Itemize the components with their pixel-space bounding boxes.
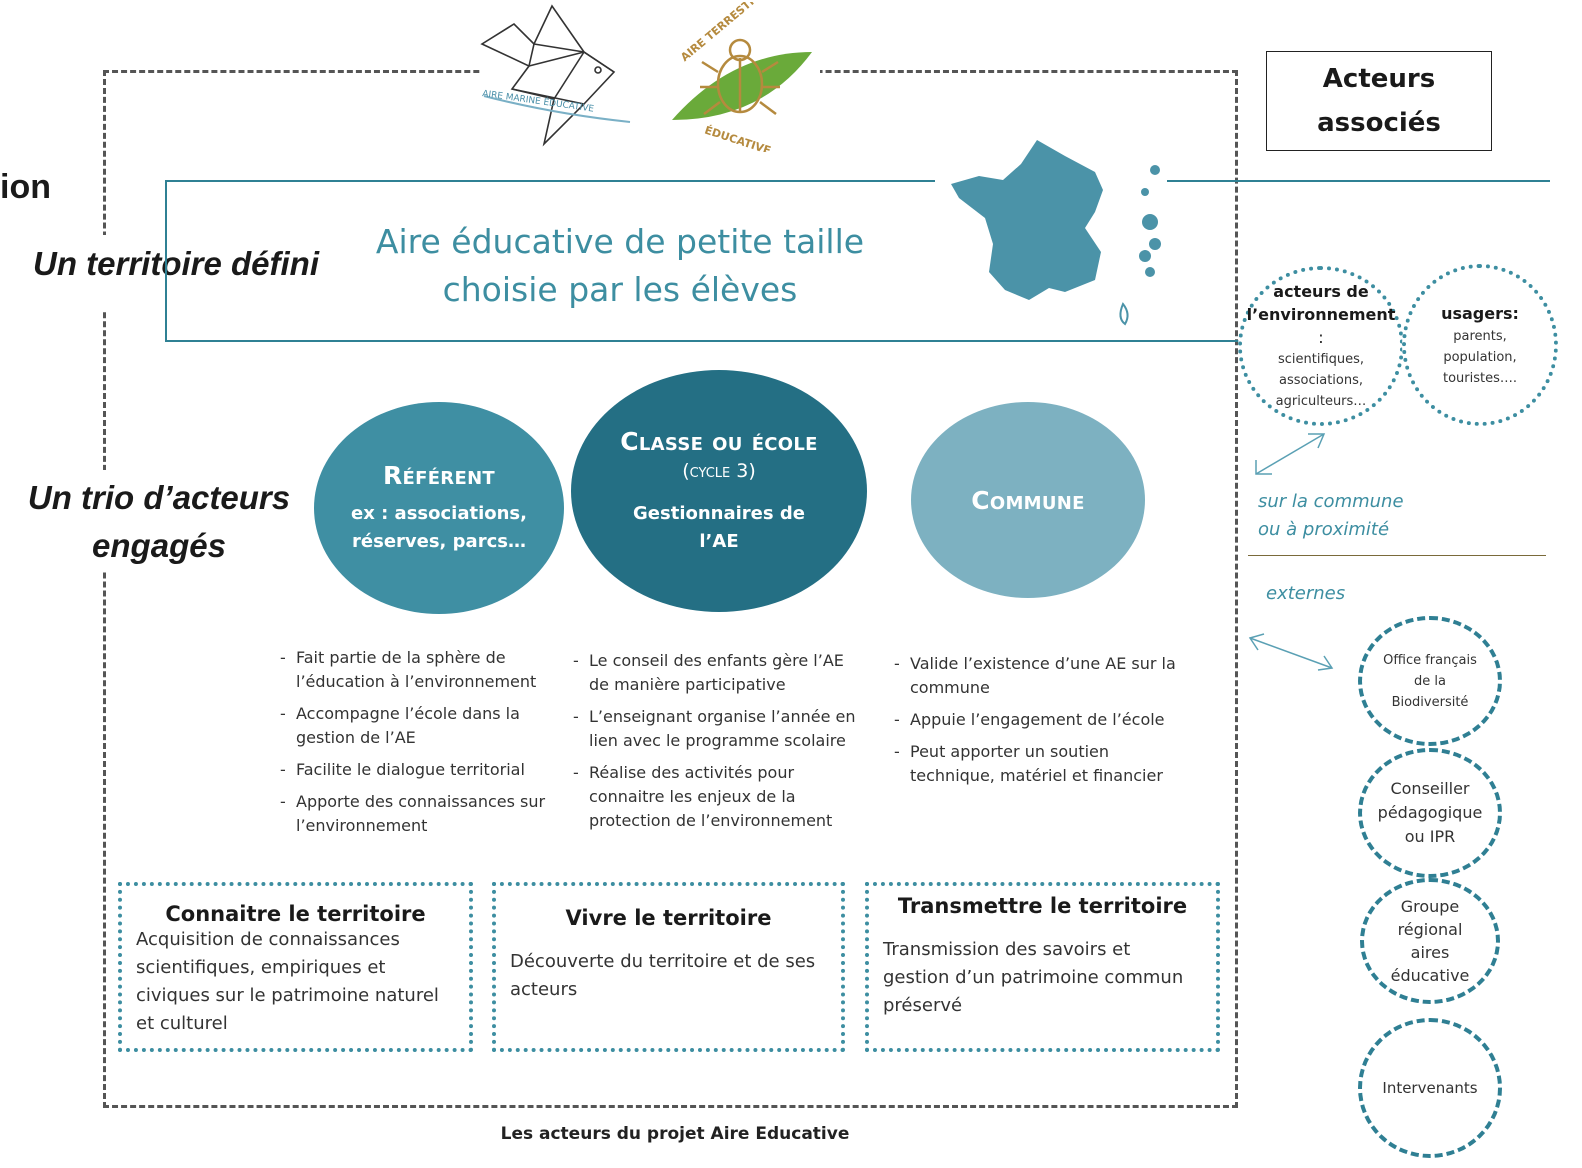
cut-label: ion: [0, 168, 51, 206]
referent-subtitle: ex : associations, réserves, parcs…: [351, 500, 527, 556]
fish-icon: [480, 4, 616, 147]
territoire-label: Un territoire défini: [32, 245, 320, 282]
env-actors-title: acteurs de l’environnement: [1246, 282, 1396, 324]
classe-subtitle: Gestionnaires de l’AE: [633, 500, 805, 556]
classe-title: Classe ou école: [620, 426, 818, 456]
classe-cycle: (cycle 3): [682, 459, 756, 482]
pillar-vivre: Vivre le territoire Découverte du territ…: [492, 882, 845, 1052]
classe-subtitle-line1: Gestionnaires de: [633, 502, 805, 524]
referent-title: Référent: [382, 460, 496, 490]
territory-line1: Aire éducative de petite taille: [375, 222, 865, 261]
list-item: Le conseil des enfants gère l’AE de mani…: [573, 649, 861, 697]
pillar-text: Acquisition de connaissances scientifiqu…: [136, 929, 439, 1034]
pillar-title: Connaitre le territoire: [165, 902, 426, 926]
env-actors-text: scientifiques, associations, agriculteur…: [1275, 352, 1367, 409]
referent-bullets: Fait partie de la sphère de l’éducation …: [280, 646, 552, 846]
list-item: Appuie l’engagement de l’école: [894, 708, 1190, 732]
ofb-circle: Office français de la Biodiversité: [1358, 616, 1502, 746]
local-label-line1: sur la commune: [1258, 491, 1404, 512]
list-item: Valide l’existence d’une AE sur la commu…: [894, 652, 1190, 700]
acteurs-associes-box: Acteurs associés: [1266, 51, 1492, 151]
acteurs-associes-line1: Acteurs: [1322, 64, 1436, 94]
pillar-connaitre: Connaitre le territoire Acquisition de c…: [118, 882, 473, 1052]
figure-caption: Les acteurs du projet Aire Educative: [500, 1124, 850, 1144]
list-item: L’enseignant organise l’année en lien av…: [573, 705, 861, 753]
double-arrow-icon: [1248, 633, 1334, 671]
local-label-line2: ou à proximité: [1258, 519, 1390, 540]
referent-subtitle-line1: ex : associations,: [351, 502, 527, 524]
pillar-title: Vivre le territoire: [565, 906, 772, 930]
terrestre-logo: AIRE TERRESTRE ÉDUCATIVE: [672, 2, 812, 152]
territory-line2: choisie par les élèves: [442, 270, 798, 309]
marine-logo-text: AIRE MARINE ÉDUCATIVE: [482, 87, 596, 115]
list-item: Facilite le dialogue territorial: [280, 758, 552, 782]
commune-title: Commune: [971, 485, 1085, 515]
list-item: Réalise des activités pour connaitre les…: [573, 761, 861, 833]
double-arrow-icon: [1255, 433, 1326, 475]
referent-circle: Référent ex : associations, réserves, pa…: [314, 402, 564, 614]
classe-subtitle-line2: l’AE: [699, 530, 739, 552]
pillar-text: Transmission des savoirs et gestion d’un…: [883, 939, 1184, 1016]
pillar-transmettre: Transmettre le territoire Transmission d…: [865, 882, 1220, 1052]
list-item: Apporte des connaissances sur l’environn…: [280, 790, 552, 838]
classe-circle: Classe ou école (cycle 3) Gestionnaires …: [571, 370, 867, 612]
trio-label-line2: engagés: [92, 527, 226, 564]
externes-label: externes: [1266, 583, 1346, 604]
trio-label-line1: Un trio d’acteurs: [27, 479, 291, 516]
france-map-icon: [951, 140, 1161, 326]
pillar-text: Découverte du territoire et de ses acteu…: [510, 951, 816, 1000]
usagers-title: usagers:: [1441, 303, 1519, 323]
terrestre-logo-top: AIRE TERRESTRE: [678, 2, 765, 64]
marine-logo: AIRE MARINE ÉDUCATIVE: [480, 4, 631, 147]
usagers-circle: usagers: parents, population, touristes……: [1402, 264, 1558, 426]
commune-circle: Commune: [911, 402, 1145, 598]
leaf-icon: [672, 52, 812, 120]
territory-box: [165, 180, 1550, 342]
wave-icon: [483, 95, 631, 123]
intervenants-circle: Intervenants: [1358, 1018, 1502, 1158]
usagers-text: parents, population, touristes….: [1442, 328, 1518, 386]
list-item: Peut apporter un soutien technique, maté…: [894, 740, 1190, 788]
env-actors-title-wrap: acteurs de l’environnement :: [1242, 280, 1400, 349]
acteurs-associes-line2: associés: [1317, 108, 1441, 138]
env-actors-circle: acteurs de l’environnement : scientifiqu…: [1238, 266, 1404, 426]
frame-gap-label2: [96, 470, 116, 570]
commune-bullets: Valide l’existence d’une AE sur la commu…: [894, 652, 1190, 796]
pillar-title: Transmettre le territoire: [897, 894, 1188, 918]
groupe-regional-circle: Groupe régional aires éducative: [1360, 878, 1500, 1004]
classe-bullets: Le conseil des enfants gère l’AE de mani…: [573, 649, 861, 841]
trio-label: Un trio d’acteurs engagés: [16, 474, 302, 570]
territory-title: Aire éducative de petite taille choisie …: [330, 218, 910, 314]
local-label: sur la commune ou à proximité: [1258, 488, 1458, 544]
beetle-icon: [700, 38, 780, 115]
terrestre-logo-bottom: ÉDUCATIVE: [703, 124, 773, 152]
frame-gap-label1: [96, 235, 116, 310]
referent-subtitle-line2: réserves, parcs…: [352, 530, 526, 552]
env-actors-colon: :: [1318, 328, 1324, 347]
separator-line: [1248, 555, 1546, 556]
list-item: Fait partie de la sphère de l’éducation …: [280, 646, 552, 694]
list-item: Accompagne l’école dans la gestion de l’…: [280, 702, 552, 750]
conseiller-circle: Conseiller pédagogique ou IPR: [1358, 748, 1502, 878]
